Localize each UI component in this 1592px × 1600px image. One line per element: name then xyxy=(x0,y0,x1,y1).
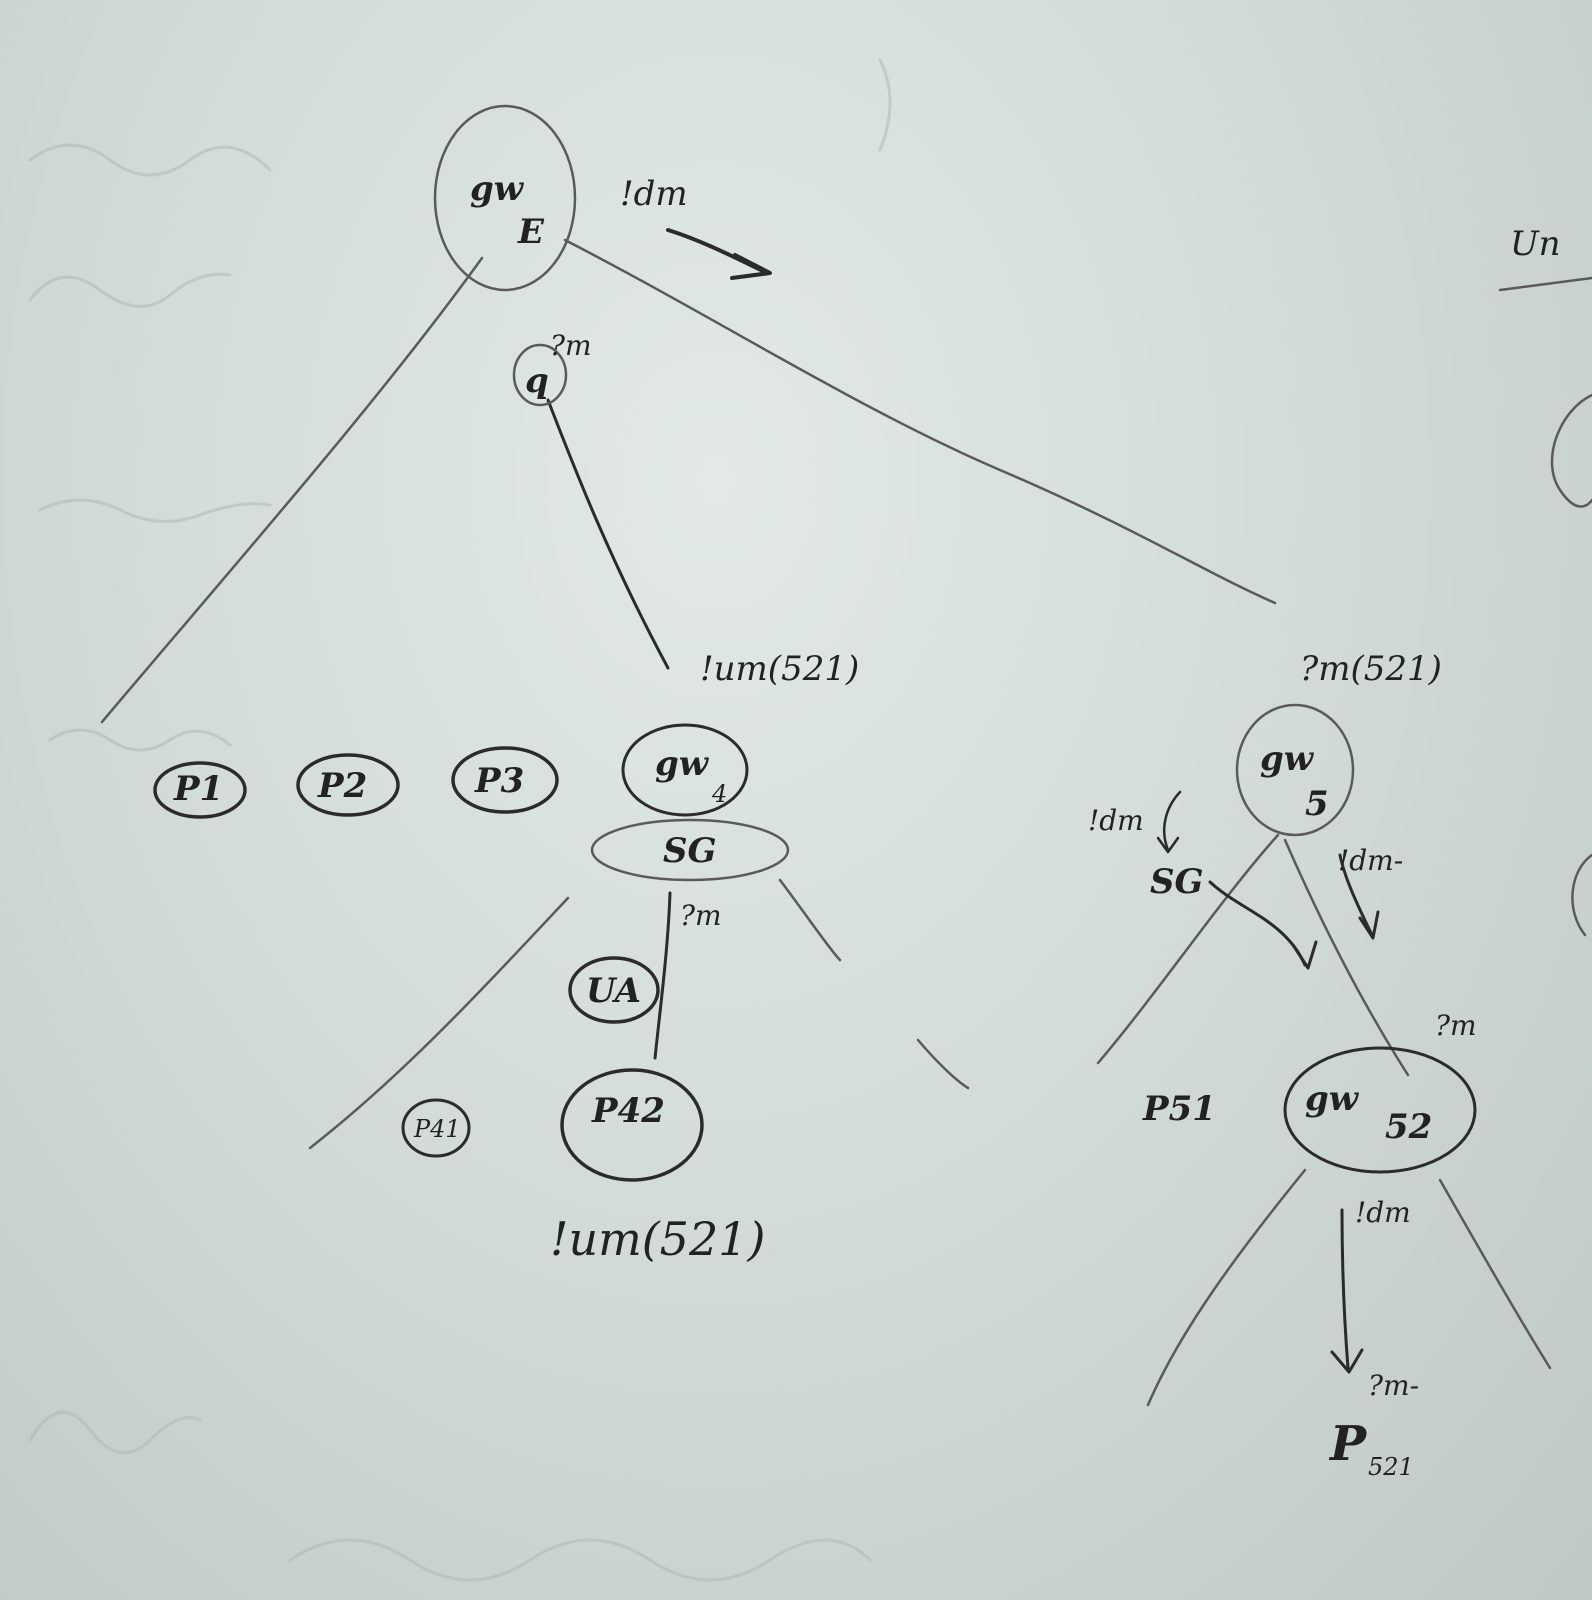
node-p521: P 521 xyxy=(1328,1416,1414,1481)
label-m521-right: ?m(521) xyxy=(1300,649,1442,689)
label-dm-left-gw5: !dm xyxy=(1088,804,1144,837)
edge-sg-right-b xyxy=(916,1038,970,1090)
edge-sg-ua xyxy=(653,891,672,1060)
arrow-root-dm xyxy=(666,228,772,280)
node-gw5: gw 5 xyxy=(1235,703,1355,837)
label-um521-top: !um(521) xyxy=(700,649,859,689)
node-p3: P3 xyxy=(451,746,559,814)
node-sg: SG xyxy=(590,818,790,882)
node-p2-text: P2 xyxy=(317,766,367,806)
label-root-dm: !dm xyxy=(620,174,688,214)
label-m-p521: ?m- xyxy=(1368,1369,1419,1402)
node-gw4: gw 4 xyxy=(621,723,749,817)
node-p521-text: P xyxy=(1328,1416,1368,1472)
edge-sg-left xyxy=(308,896,570,1150)
edge-q-to-gw4 xyxy=(546,398,670,670)
node-gw52-sub: 52 xyxy=(1385,1107,1432,1147)
node-p41: P41 xyxy=(401,1098,471,1158)
arrow-dm-left xyxy=(1156,790,1182,854)
node-ua: UA xyxy=(568,956,660,1024)
node-p2: P2 xyxy=(296,753,400,817)
label-dm-right-gw5: !dm- xyxy=(1338,844,1403,877)
node-p42-text: P42 xyxy=(591,1091,665,1131)
edge-fragment: Un xyxy=(1498,224,1592,937)
node-q: q xyxy=(512,343,568,407)
arrow-sg-to-gw52 xyxy=(1208,880,1318,970)
node-p42: P42 xyxy=(560,1068,704,1182)
edge-fragment-text: Un xyxy=(1510,224,1561,264)
edge-gw5-left xyxy=(1096,833,1280,1065)
label-gw52-m: ?m xyxy=(1435,1009,1477,1042)
edge-gw52-left xyxy=(1146,1168,1307,1407)
arrow-gw52-to-p521 xyxy=(1330,1208,1364,1374)
node-gw4-sub: 4 xyxy=(711,780,727,808)
node-ua-text: UA xyxy=(586,971,641,1011)
node-p41-text: P41 xyxy=(413,1115,461,1143)
node-sg-text: SG xyxy=(663,831,717,871)
label-um521-bottom: !um(521) xyxy=(550,1212,765,1266)
edge-gw5-right xyxy=(1283,838,1410,1077)
edge-sg-right-a xyxy=(778,878,842,962)
edge-gw52-right xyxy=(1438,1178,1552,1370)
node-p1: P1 xyxy=(153,761,247,819)
label-dm-gw52: !dm xyxy=(1355,1196,1411,1229)
node-q-text: q xyxy=(525,361,549,401)
edge-root-to-gw5 xyxy=(563,238,1277,605)
node-p51: P51 xyxy=(1142,1089,1216,1129)
node-sg-right: SG xyxy=(1150,862,1204,902)
node-root-text: gw xyxy=(470,169,525,209)
arrow-dm-right xyxy=(1338,853,1380,940)
node-p51-text: P51 xyxy=(1142,1089,1216,1129)
node-p1-text: P1 xyxy=(173,769,223,809)
label-sg-m: ?m xyxy=(680,899,722,932)
edge-root-to-p1 xyxy=(100,256,484,724)
node-gw5-sub: 5 xyxy=(1305,784,1329,824)
label-q-m: ?m xyxy=(550,329,592,362)
node-p3-text: P3 xyxy=(474,761,524,801)
node-root: gw E xyxy=(433,104,577,292)
node-sg-right-text: SG xyxy=(1150,862,1204,902)
node-p521-sub: 521 xyxy=(1368,1453,1414,1481)
node-gw52: gw 52 xyxy=(1283,1046,1477,1174)
node-gw5-text: gw xyxy=(1260,739,1315,779)
erased-writing xyxy=(28,58,892,1582)
node-gw52-text: gw xyxy=(1305,1079,1360,1119)
node-gw4-text: gw xyxy=(655,744,710,784)
node-root-sub: E xyxy=(517,212,545,252)
